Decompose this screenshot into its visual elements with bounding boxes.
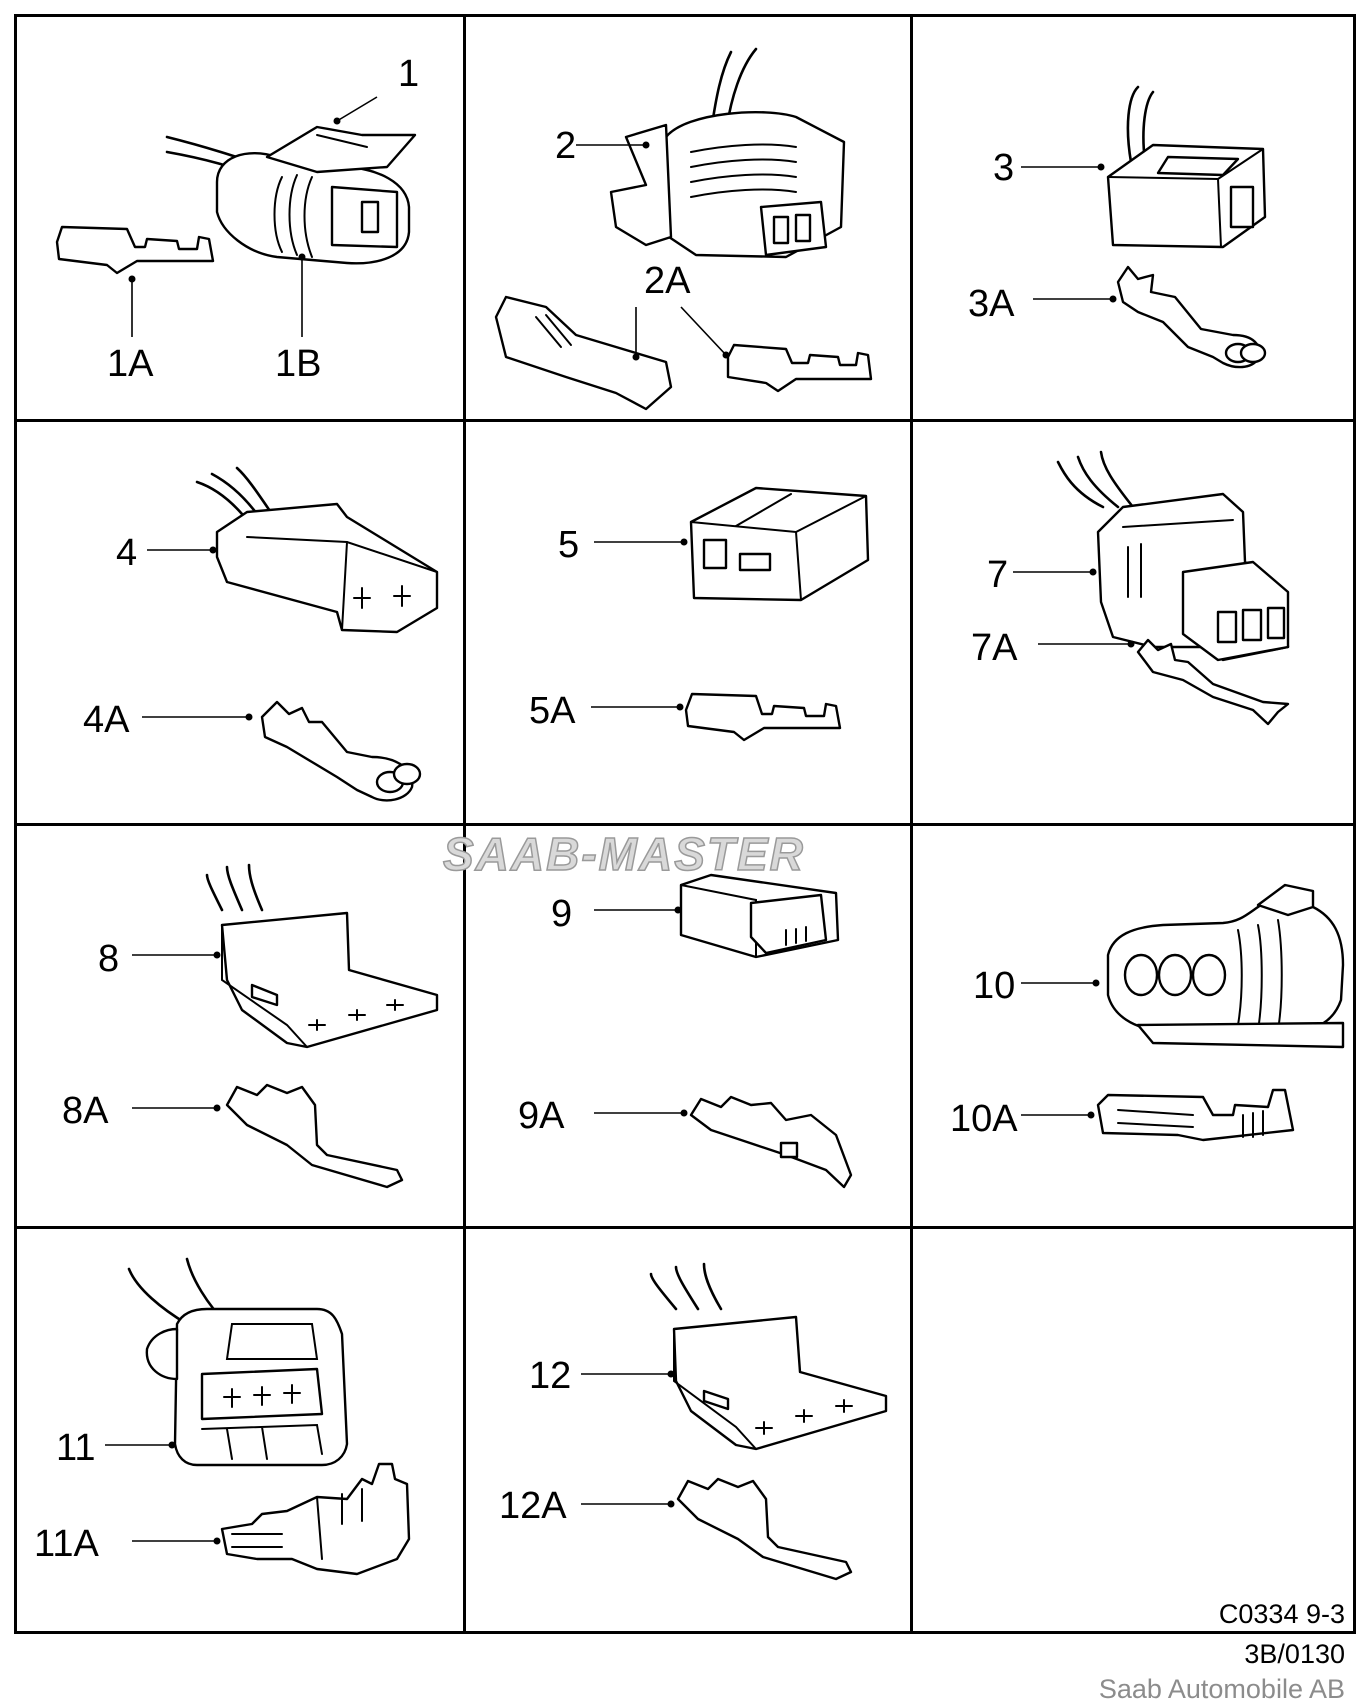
part-label: 10A	[950, 1098, 1018, 1140]
grid-divider	[17, 419, 1353, 422]
terminal-icon	[55, 225, 215, 275]
part-label: 2	[555, 125, 577, 167]
terminal-icon	[260, 700, 422, 802]
part-label: 8A	[62, 1090, 109, 1132]
terminal-icon	[1096, 1088, 1295, 1142]
connector-icon	[127, 1257, 349, 1467]
part-label: 11A	[34, 1523, 99, 1565]
part-label: 12A	[499, 1485, 567, 1527]
terminal-icon	[494, 295, 873, 411]
part-label: 3	[993, 147, 1015, 189]
figure-code: C0334 9-3	[1218, 1599, 1345, 1629]
terminal-icon	[1116, 265, 1267, 369]
part-label: 11	[56, 1427, 96, 1469]
grid-divider	[17, 1226, 1353, 1229]
connector-icon	[679, 873, 840, 959]
connector-icon	[1106, 85, 1267, 249]
part-label: 9A	[518, 1095, 565, 1137]
part-label: 2A	[644, 260, 691, 302]
grid-divider	[17, 823, 1353, 826]
terminal-icon	[684, 692, 842, 742]
part-label: 4	[116, 532, 138, 574]
connector-icon	[205, 863, 439, 1049]
connector-icon	[165, 125, 417, 265]
part-label: 5A	[529, 690, 576, 732]
terminal-icon	[689, 1095, 853, 1189]
terminal-icon	[225, 1083, 404, 1189]
part-label: 7	[987, 554, 1009, 596]
watermark-logo: SAAB-MASTER	[442, 827, 805, 881]
copyright-text: Saab Automobile AB	[1098, 1674, 1345, 1704]
connector-icon	[1106, 883, 1345, 1049]
connector-icon	[195, 466, 439, 634]
part-label: 12	[529, 1355, 572, 1397]
connector-grid: 1 1A 1B	[14, 14, 1356, 1634]
connector-icon	[609, 47, 846, 259]
part-label: 1	[398, 53, 420, 95]
terminal-icon	[1136, 638, 1290, 726]
part-label: 1B	[275, 343, 322, 385]
part-label: 7A	[971, 627, 1018, 669]
part-label: 10	[973, 965, 1016, 1007]
part-label: 1A	[107, 343, 154, 385]
part-label: 9	[551, 893, 573, 935]
terminal-icon	[676, 1477, 853, 1581]
cell-empty	[913, 1229, 1359, 1634]
part-label: 8	[98, 938, 120, 980]
connector-icon	[1056, 450, 1290, 662]
reference-code: 3B/0130	[1244, 1639, 1345, 1669]
connector-icon	[689, 486, 870, 602]
part-label: 4A	[83, 699, 130, 741]
part-label: 3A	[968, 283, 1015, 325]
part-label: 5	[558, 524, 580, 566]
connector-icon	[649, 1262, 888, 1451]
terminal-icon	[220, 1462, 411, 1576]
